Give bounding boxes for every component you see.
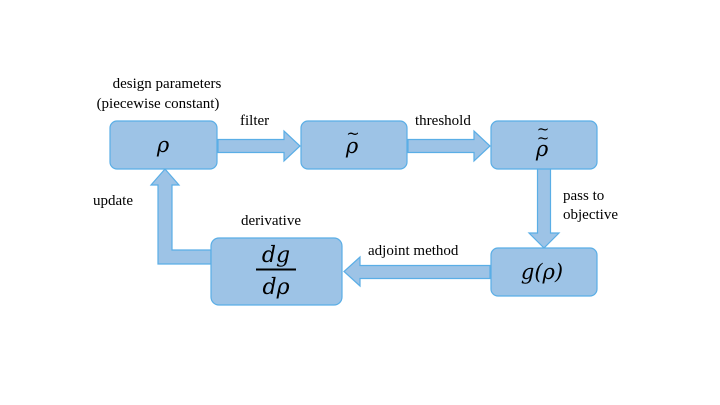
- pass-to-objective-arrow: [527, 167, 561, 249]
- pass-to-label: pass to: [563, 188, 604, 204]
- threshold-label: threshold: [415, 113, 471, 129]
- update-arrow: [149, 168, 212, 265]
- objective-formula: g(ρ): [521, 260, 563, 284]
- derivative-label: derivative: [241, 213, 301, 229]
- objective-label: objective: [563, 207, 618, 223]
- threshold-arrow: [407, 129, 491, 163]
- derivative-numerator: dg: [262, 243, 290, 268]
- thresholded-rho-box: [490, 120, 598, 170]
- rho-symbol: ρ: [156, 133, 170, 157]
- thresholded-rho-tilde-inner: ~: [537, 129, 550, 147]
- update-label: update: [93, 193, 133, 209]
- derivative-denominator: dρ: [262, 275, 289, 300]
- filter-label: filter: [240, 113, 269, 129]
- objective-box: [490, 247, 598, 297]
- filtered-rho-symbol: ρ: [345, 134, 359, 158]
- filter-arrow: [217, 129, 301, 163]
- design-parameters-label: design parameters: [113, 76, 222, 92]
- thresholded-rho-symbol: ρ: [535, 137, 549, 161]
- thresholded-rho-tilde-outer: ~: [537, 120, 550, 138]
- adjoint-method-label: adjoint method: [368, 243, 459, 259]
- piecewise-constant-label: (piecewise constant): [97, 96, 220, 112]
- rho-box: [109, 120, 218, 170]
- derivative-box: [210, 237, 343, 306]
- filtered-rho-tilde: ~: [346, 124, 359, 143]
- adjoint-method-arrow: [343, 255, 491, 288]
- filtered-rho-box: [300, 120, 408, 170]
